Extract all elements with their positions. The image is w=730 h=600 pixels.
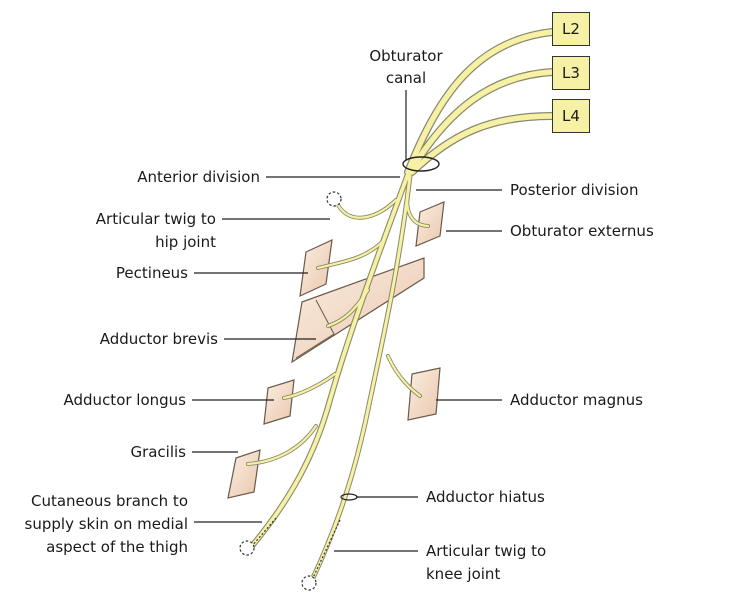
gracilis-branch [246, 424, 318, 466]
root-l4-box: L4 [552, 99, 590, 133]
l3-root-nerve [407, 69, 555, 175]
knee-ending [301, 575, 317, 591]
l4-root-nerve [409, 113, 555, 175]
gracilis-label: Gracilis [130, 443, 186, 461]
adductor-longus-muscle [263, 379, 295, 425]
obturator-canal-label-line1: Obturator [369, 47, 443, 65]
adductor-magnus-muscle [407, 367, 441, 421]
obturator-canal-ring [402, 156, 440, 172]
nerve-fills [246, 29, 555, 582]
anterior-division-nerve [250, 172, 410, 548]
muscles [227, 201, 445, 499]
adductor-hiatus-label: Adductor hiatus [426, 488, 545, 506]
articular-hip-label-line2: hip joint [155, 233, 216, 251]
articular-hip-ending [326, 191, 342, 207]
pectineus-branch [316, 238, 386, 270]
cutaneous-ending [239, 540, 255, 556]
articular-hip-label-line1: Articular twig to [95, 210, 216, 228]
posterior-division-label: Posterior division [510, 181, 639, 199]
cutaneous-branch-label-line3: aspect of the thigh [46, 538, 188, 556]
obturator-canal-label-line2: canal [385, 69, 427, 87]
terminal-endings [239, 191, 342, 591]
l2-root-nerve [405, 29, 555, 175]
posterior-division-nerve [310, 174, 412, 582]
cutaneous-branch-label-line2: supply skin on medial [24, 515, 188, 533]
pectineus-label: Pectineus [115, 264, 188, 282]
root-l3-box: L3 [552, 56, 590, 90]
obturator-externus-label: Obturator externus [510, 222, 654, 240]
cutaneous-branch-label-line1: Cutaneous branch to [30, 492, 188, 510]
adductor-brevis-branch [326, 288, 370, 328]
articular-knee-label-line2: knee joint [426, 565, 501, 583]
adductor-longus-label: Adductor longus [63, 391, 186, 409]
anterior-division-label: Anterior division [137, 168, 260, 186]
gracilis-muscle [227, 449, 261, 499]
articular-knee-label-line1: Articular twig to [426, 542, 547, 560]
obturator-externus-branch [406, 188, 430, 228]
articular-hip-branch [336, 198, 398, 219]
adductor-magnus-label: Adductor magnus [510, 391, 643, 409]
leader-lines [192, 90, 502, 552]
adductor-longus-branch [282, 372, 337, 400]
adductor-magnus-branch [386, 354, 422, 398]
obturator-externus-muscle [415, 201, 445, 247]
adductor-brevis-muscle-edge [295, 299, 335, 359]
adductor-brevis-label: Adductor brevis [99, 330, 218, 348]
root-l2-box: L2 [552, 12, 590, 46]
